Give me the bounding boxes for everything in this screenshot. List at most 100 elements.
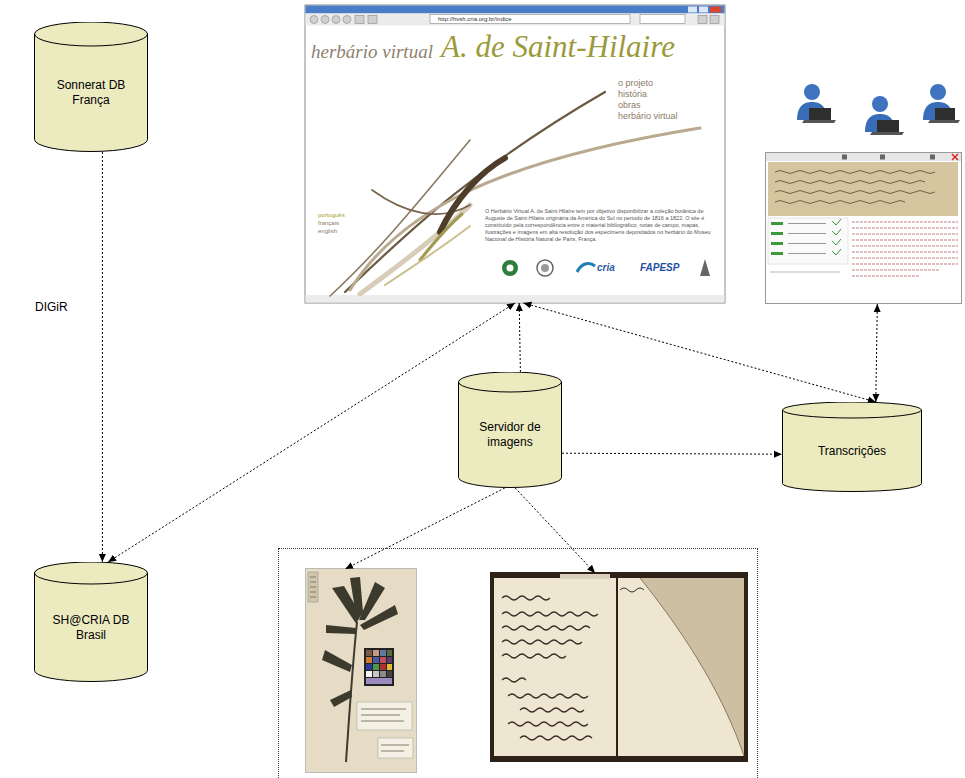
herbarium-sheet-image-part	[330, 690, 352, 707]
transcription-screen-part	[770, 272, 840, 273]
grass-flourish-part	[345, 92, 605, 292]
browser-window-part	[699, 7, 708, 13]
sponsor-logos-part	[502, 260, 518, 276]
notebook-illustration-part	[502, 596, 550, 600]
notebook-illustration-part	[620, 588, 644, 592]
herbarium-sheet	[306, 569, 418, 774]
transcription-screen-part	[775, 201, 905, 204]
color-checker-part	[387, 650, 392, 656]
browser-window-part	[698, 16, 707, 24]
herbarium-sheet-image-part	[326, 625, 356, 634]
notebook-illustration-part	[502, 612, 598, 616]
browser-window-part	[640, 15, 685, 24]
user-icons-part	[797, 84, 836, 123]
menu-link: herbário virtual	[618, 112, 678, 121]
language-link: english	[318, 228, 337, 234]
browser-window-part	[310, 16, 318, 24]
transcription-screen-part	[771, 242, 783, 245]
sponsor-logos-part	[537, 260, 553, 276]
cylinder-rim	[35, 34, 148, 46]
transcription-screen-part	[930, 155, 935, 160]
herbarium-sheet-image-part	[361, 709, 406, 721]
user-icons-part-part	[809, 108, 831, 120]
transcription-screen-part	[832, 219, 841, 255]
transcription-screen-part	[766, 153, 961, 161]
color-checker-part	[380, 657, 386, 663]
browser-window-part	[306, 14, 725, 26]
color-checker-part	[366, 678, 392, 684]
transcription-screen-part	[775, 181, 925, 184]
transcription-screen-part	[775, 191, 935, 194]
notebook-illustration-part	[502, 678, 526, 682]
logo-text: cria	[597, 263, 615, 273]
notebook-illustration-part	[520, 736, 592, 740]
cylinder-body	[459, 372, 562, 487]
color-checker-part	[380, 664, 386, 670]
notebook-image	[491, 573, 751, 763]
grass-flourish-part	[360, 205, 470, 294]
transcription-screen-part	[788, 224, 826, 254]
browser-window-part	[305, 5, 725, 303]
color-checker-part	[364, 648, 394, 686]
cylinder-body	[783, 402, 922, 492]
dotted-connector	[876, 304, 878, 402]
dotted-connector	[102, 152, 103, 562]
dotted-connector	[108, 303, 515, 562]
user-icons-part-part	[930, 84, 946, 100]
notebook-illustration-part	[502, 654, 566, 658]
transcription-screen-part	[952, 154, 958, 160]
notebook-illustration-part	[508, 722, 588, 726]
user-icons-part-part	[804, 84, 820, 100]
herbarium-sheet-image-part	[378, 738, 413, 758]
browser-window-part	[306, 295, 725, 303]
site-title: herbário virtual	[311, 42, 433, 61]
browser-window-part	[688, 7, 697, 13]
notebook-illustration-part	[640, 578, 744, 756]
sponsor-logos-part	[541, 264, 549, 272]
cylinder-body	[35, 22, 148, 152]
color-checker	[364, 648, 394, 686]
color-checker-part	[373, 664, 379, 670]
browser-window-part	[710, 16, 719, 24]
browser-window	[305, 5, 725, 303]
user-icons	[797, 84, 960, 135]
grass-flourish-part	[385, 226, 470, 285]
cylinder-body	[35, 562, 148, 682]
color-checker-part	[366, 650, 372, 656]
color-checker-part	[387, 671, 392, 677]
transcription-screen-part	[766, 153, 962, 304]
logo-text: FAPESP	[640, 263, 679, 273]
browser-window-part	[710, 7, 721, 13]
notebook-illustration-part	[490, 572, 748, 762]
transcription-screenshot	[765, 152, 962, 304]
cylinder-rim	[459, 382, 562, 392]
menu-link: obras	[618, 101, 641, 110]
transcription-screen-part	[768, 162, 958, 216]
color-checker-part	[366, 664, 372, 670]
browser-window-part	[368, 16, 377, 24]
transcription-screen-part	[880, 155, 885, 160]
cylinder-rim	[783, 410, 922, 418]
transcription-screen	[766, 153, 962, 304]
database-cylinder: Servidor de imagens	[458, 372, 562, 488]
database-cylinder: Transcrições	[782, 402, 922, 492]
dotted-connector	[562, 453, 782, 454]
notebook-illustration	[490, 572, 748, 762]
notebook-illustration-part	[560, 574, 610, 579]
dotted-connector	[523, 303, 875, 402]
notebook-illustration-part	[520, 708, 584, 712]
notebook-illustration-part	[508, 694, 588, 698]
transcription-screen-part	[771, 232, 783, 235]
transcription-screen-part	[852, 222, 958, 276]
transcription-screen-part	[842, 155, 847, 160]
edge-label: DIGiR	[33, 300, 70, 315]
browser-window-part	[306, 6, 725, 14]
intro-paragraph: O Herbário Virtual A. de Saint-Hilaire t…	[485, 208, 720, 243]
dotted-connector	[345, 488, 505, 569]
color-checker-part	[387, 664, 392, 670]
color-checker-part	[380, 650, 386, 656]
herbarium-sheet-image	[306, 569, 417, 773]
transcription-screen-part	[771, 222, 783, 225]
browser-window-part	[355, 16, 364, 24]
